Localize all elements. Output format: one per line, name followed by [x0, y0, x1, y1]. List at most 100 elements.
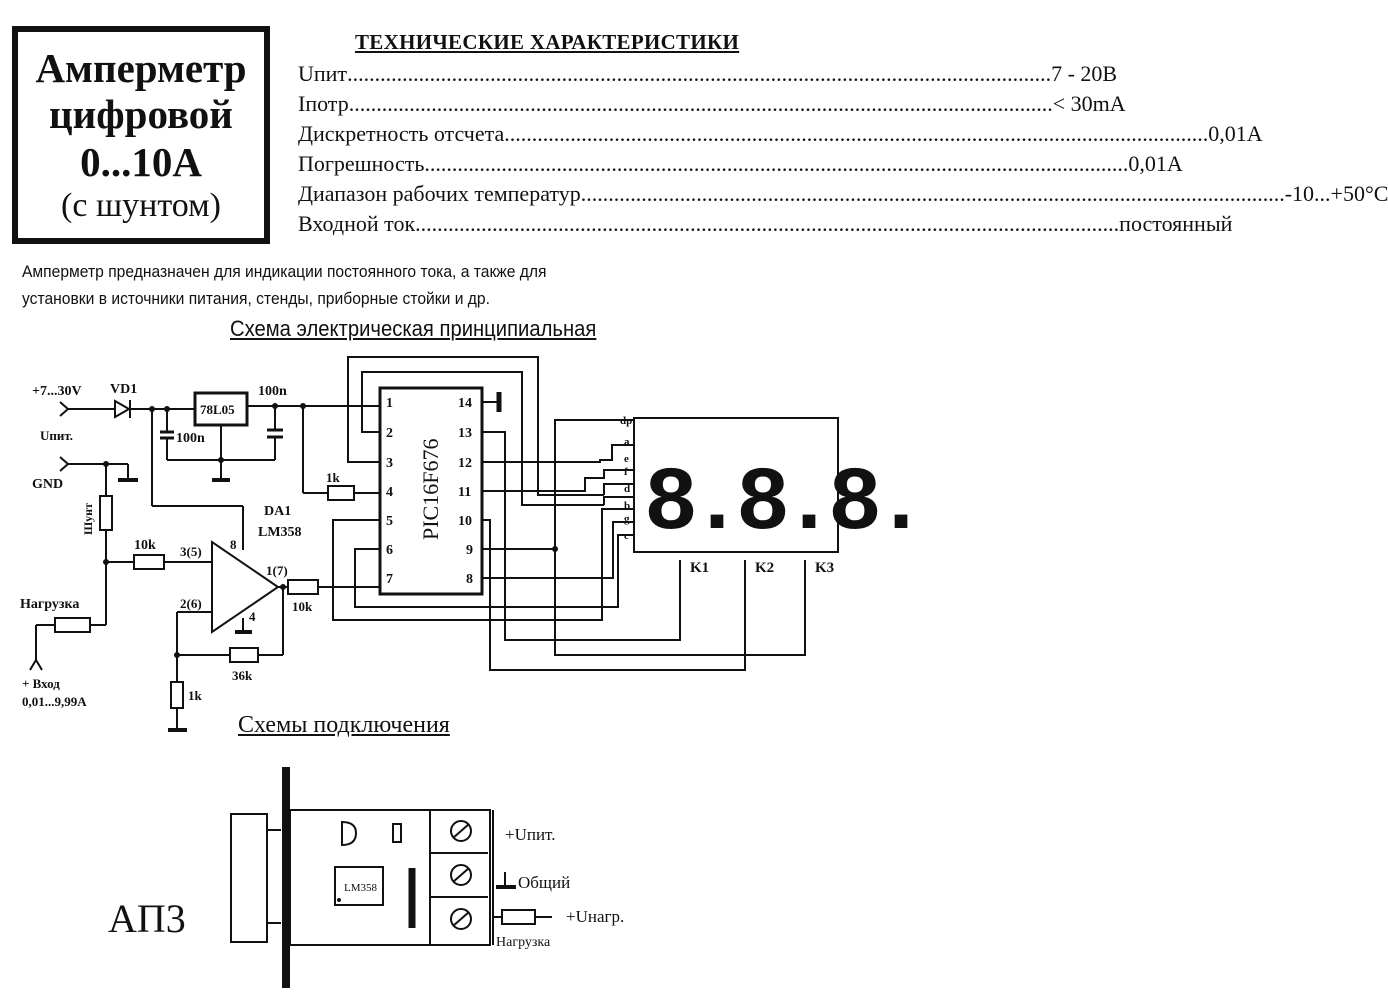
spec-row: Дискретность отсчета0,01А — [298, 120, 1263, 148]
mcu-pin-right: 12 — [458, 456, 472, 471]
resistor-1k-pic — [327, 485, 355, 501]
input-connector — [29, 658, 43, 671]
r-gnd-label: 1k — [188, 688, 203, 703]
mcu-pin-right: 8 — [466, 572, 473, 587]
spec-row: Диапазон рабочих температур -10...+50°C — [298, 180, 1388, 208]
front-bezel — [230, 813, 268, 943]
specs-heading: ТЕХНИЧЕСКИЕ ХАРАКТЕРИСТИКИ — [355, 30, 740, 54]
load-label: Нагрузка — [496, 935, 551, 950]
mcu-pin-left: 4 — [386, 485, 393, 500]
spec-row: Входной ток постоянный — [298, 210, 1232, 238]
load-label: Нагрузка — [20, 597, 79, 612]
spec-value: 7 - 20В — [1051, 61, 1118, 86]
load-resistor — [54, 617, 91, 633]
spec-value: -10...+50°C — [1284, 181, 1388, 206]
segment-label: e — [624, 453, 629, 465]
terminal-label-load: +Uнагр. — [566, 907, 624, 926]
spec-value: постоянный — [1119, 211, 1233, 236]
connection-title: Схемы подключения — [238, 712, 450, 738]
load-resistor — [501, 909, 536, 925]
segment-label: f — [624, 466, 628, 478]
chip-label: LM358 — [344, 882, 378, 894]
r-fb-label: 36k — [232, 668, 253, 683]
segment-label: c — [624, 530, 629, 542]
schematic-diagram: +7...30V VD1 Uпит. 78L05 100n 100n GND Ш… — [20, 356, 928, 732]
spec-label: Диапазон рабочих температур — [298, 181, 581, 206]
mcu-pin-right: 11 — [458, 485, 471, 500]
pin-out-label: 1(7) — [266, 563, 288, 578]
mcu-pin-left: 6 — [386, 543, 393, 558]
diode-vd1 — [114, 399, 132, 419]
mcu-pin-left: 1 — [386, 396, 393, 411]
description-line-2: установки в источники питания, стенды, п… — [22, 289, 490, 308]
mcu-label: PIC16F676 — [418, 439, 443, 540]
segment-label: d — [624, 483, 630, 495]
device-label: АП3 — [108, 896, 186, 941]
spec-row: Iпотр < 30mA — [298, 90, 1126, 118]
connection-diagram: LM358 АП3 +Uпит. Общий +Uнагр. Нагрузка — [108, 767, 624, 988]
display-digits: 8.8.8. — [644, 454, 920, 556]
resistor-1k-gnd — [170, 681, 184, 709]
spec-label: Iпотр — [298, 91, 349, 116]
spec-label: Дискретность отсчета — [298, 121, 505, 146]
title-line-2: цифровой — [49, 91, 233, 137]
terminal-label-supply: +Uпит. — [505, 825, 555, 844]
spec-value: < 30mA — [1052, 91, 1126, 116]
mcu-pin-right: 10 — [458, 514, 472, 529]
title-box: Амперметр цифровой 0...10А (с шунтом) — [12, 26, 270, 244]
pin-minus-label: 2(6) — [180, 596, 202, 611]
segment-label: g — [624, 513, 630, 525]
spec-value: 0,01А — [1128, 151, 1183, 176]
r-in-label: 10k — [134, 538, 156, 553]
mcu-pin-right: 9 — [466, 543, 473, 558]
spec-row: Погрешность 0,01А — [298, 150, 1183, 178]
spec-label: Входной ток — [298, 211, 416, 236]
segment-label: a — [624, 436, 630, 448]
regulator-label: 78L05 — [200, 402, 235, 417]
spec-row: Uпит 7 - 20В — [298, 60, 1117, 88]
title-line-1: Амперметр — [35, 45, 247, 91]
diode-label: VD1 — [110, 382, 137, 397]
resistor-36k — [229, 647, 259, 663]
pin-gnd-label: 4 — [249, 609, 256, 624]
terminal-label-common: Общий — [518, 873, 570, 892]
common-label: K1 — [690, 560, 709, 576]
input-label: + Вход — [22, 676, 60, 691]
description: Амперметр предназначен для индикации пос… — [22, 258, 776, 312]
shunt-label: Шунт — [81, 503, 95, 535]
opamp-lm358 — [211, 540, 280, 634]
mcu-pin-left: 2 — [386, 426, 393, 441]
opamp-name-label: DA1 — [264, 504, 291, 519]
title-line-4: (с шунтом) — [61, 187, 221, 224]
segment-label: b — [624, 500, 630, 512]
supply-connector — [59, 401, 70, 417]
input-range-label: 0,01...9,99А — [22, 694, 87, 709]
common-label: K3 — [815, 560, 834, 576]
common-label: K2 — [755, 560, 774, 576]
mcu-pin-left: 5 — [386, 514, 393, 529]
pin-plus-label: 3(5) — [180, 544, 202, 559]
segment-label: dp — [620, 415, 632, 427]
title-line-3: 0...10А — [80, 139, 202, 185]
shunt-resistor — [99, 495, 113, 531]
mcu-pin-right: 14 — [458, 396, 472, 411]
pin-vcc-label: 8 — [230, 537, 237, 552]
description-line-1: Амперметр предназначен для индикации пос… — [22, 262, 547, 281]
resistor-10k-in — [133, 554, 165, 570]
spec-label: Uпит — [298, 61, 348, 86]
cap1-label: 100n — [176, 431, 205, 446]
schematic-title: Схема электрическая принципиальная — [230, 316, 597, 341]
mcu-pin-right: 13 — [458, 426, 472, 441]
device-body — [289, 809, 491, 946]
mcu-pin-left: 7 — [386, 572, 393, 587]
cap2-label: 100n — [258, 384, 287, 399]
spec-label: Погрешность — [298, 151, 425, 176]
supply-name-label: Uпит. — [40, 428, 73, 443]
gnd-label: GND — [32, 477, 63, 492]
r-pic-label: 1k — [326, 470, 341, 485]
seven-segment-display — [633, 417, 839, 553]
supply-label: +7...30V — [32, 384, 82, 399]
opamp-model-label: LM358 — [258, 525, 302, 540]
gnd-connector — [59, 456, 70, 472]
resistor-10k-out — [287, 579, 319, 595]
